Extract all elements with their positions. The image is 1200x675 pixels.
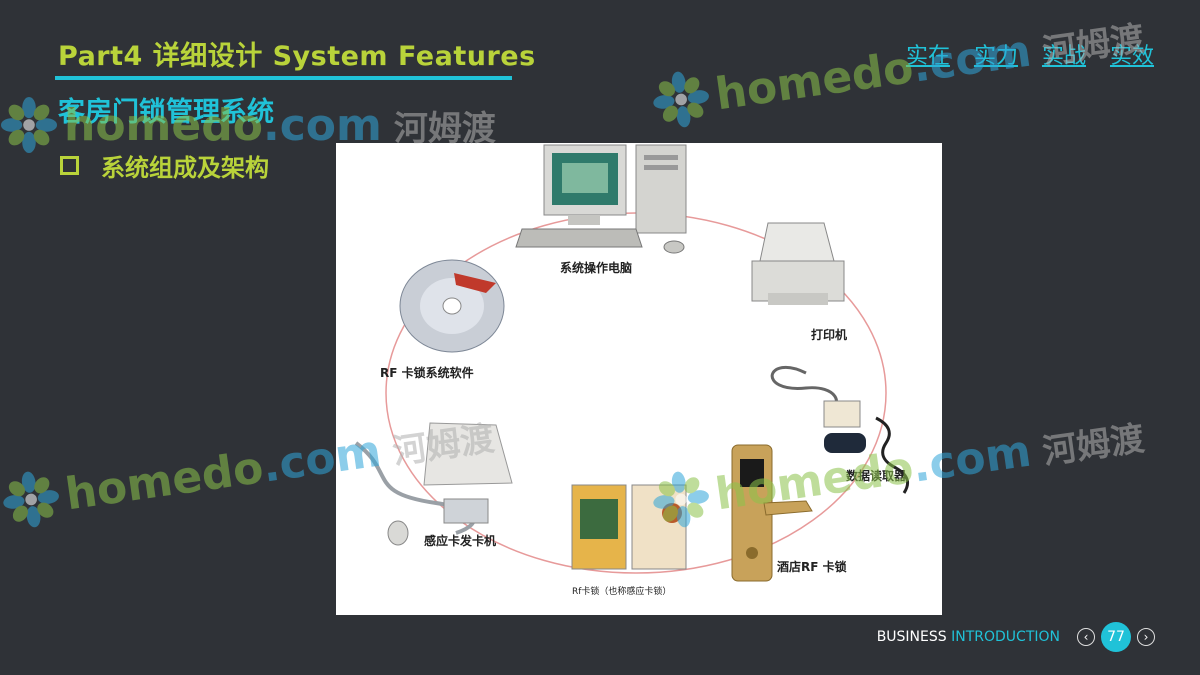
chevron-left-icon[interactable]: ‹ xyxy=(1077,628,1095,646)
chevron-right-icon[interactable]: › xyxy=(1137,628,1155,646)
reader-label: 数据读取器 xyxy=(846,469,907,483)
flower-logo-icon xyxy=(653,71,709,128)
section-subtitle: 客房门锁管理系统 xyxy=(58,97,274,128)
software-disc-icon xyxy=(399,259,505,353)
page-title: Part4 详细设计 System Features xyxy=(58,41,536,72)
data-reader-icon xyxy=(770,366,910,494)
nav-link-shizai[interactable]: 实在 xyxy=(905,44,950,69)
lock-label: 酒店RF 卡锁 xyxy=(777,560,847,574)
footer-business: BUSINESS xyxy=(876,629,947,645)
bullet-item: 系统组成及架构 xyxy=(60,148,269,183)
rf-card-icon xyxy=(571,484,687,570)
flower-logo-icon xyxy=(0,96,58,154)
computer-icon xyxy=(515,144,687,254)
printer-label: 打印机 xyxy=(811,328,848,342)
nav-link-shixiao[interactable]: 实效 xyxy=(1109,44,1154,69)
square-bullet-icon xyxy=(60,156,79,175)
computer-label: 系统操作电脑 xyxy=(560,261,633,275)
nav-link-shili[interactable]: 实力 xyxy=(973,44,1018,69)
page-number: 77 xyxy=(1101,622,1131,652)
card-encoder-icon xyxy=(354,422,513,546)
pager: ‹ 77 › xyxy=(1077,622,1155,652)
encoder-label: 感应卡发卡机 xyxy=(424,534,497,548)
bullet-text: 系统组成及架构 xyxy=(101,154,269,182)
diagram-graphics xyxy=(354,144,910,582)
system-architecture-diagram: 系统操作电脑 打印机 RF 卡锁系统软件 数据读取器 感应卡发卡机 Rf卡锁（也… xyxy=(336,143,942,615)
footer-introduction: INTRODUCTION xyxy=(951,629,1060,645)
printer-icon xyxy=(751,222,845,305)
nav-link-shizhan[interactable]: 实战 xyxy=(1041,44,1086,69)
software-label: RF 卡锁系统软件 xyxy=(380,366,474,380)
door-lock-icon xyxy=(731,444,813,582)
top-nav: 实在 实力 实战 实效 xyxy=(906,38,1154,70)
flower-logo-icon xyxy=(3,471,59,528)
card-label: Rf卡锁（也称感应卡锁） xyxy=(572,587,672,597)
title-underline xyxy=(55,76,512,80)
footer-caption: BUSINESS INTRODUCTION xyxy=(877,629,1060,645)
